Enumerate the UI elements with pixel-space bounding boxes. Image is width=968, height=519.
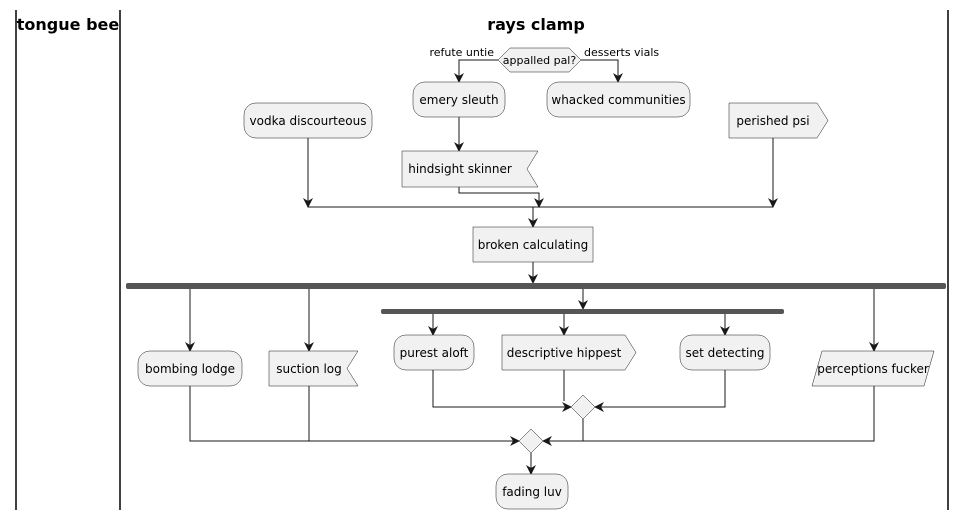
node-suction-log-label: suction log	[276, 362, 342, 376]
node-fading-luv-label: fading luv	[502, 485, 562, 499]
node-suction-log	[268, 350, 359, 387]
node-perished-psi	[728, 102, 829, 139]
node-hindsight-skinner	[401, 150, 539, 188]
node-whacked-communities	[546, 81, 691, 118]
lane-title-tongue-bee: tongue bee	[17, 15, 120, 34]
fork-bar-outer	[126, 283, 946, 289]
node-vodka-discourteous-label: vodka discourteous	[250, 114, 367, 128]
node-perceptions-fucker-label: perceptions fucker	[817, 362, 929, 376]
edge-perceptions-to-merge	[542, 386, 875, 446]
node-emery-sleuth-label: emery sleuth	[419, 93, 498, 107]
node-set-detecting-label: set detecting	[685, 346, 764, 360]
node-perished-psi-label: perished psi	[736, 114, 809, 128]
guard-refute-untie: refute untie	[429, 46, 494, 59]
node-perceptions-fucker	[811, 350, 935, 387]
edge-set-to-merge	[594, 370, 726, 412]
merge-diamond-inner	[570, 394, 596, 420]
edge-bombing-to-merge	[189, 386, 520, 446]
node-broken-calculating-label: broken calculating	[478, 238, 588, 252]
lane-title-rays-clamp: rays clamp	[487, 15, 585, 34]
edge-decision-to-whacked	[581, 59, 623, 83]
node-hindsight-skinner-label: hindsight skinner	[408, 162, 512, 176]
merge-diamond-outer	[518, 428, 544, 454]
node-fading-luv	[495, 473, 569, 510]
node-purest-aloft	[393, 334, 475, 371]
edge-purest-to-merge	[432, 370, 572, 412]
edge-hindsight-down	[458, 187, 544, 208]
edge-decision-to-emery	[454, 59, 498, 83]
node-descriptive-hippest	[501, 334, 637, 371]
node-broken-calculating	[472, 226, 594, 263]
decision-question-text: appalled pal?	[503, 54, 577, 67]
guard-desserts-vials: desserts vials	[584, 46, 659, 59]
fork-bar-inner	[381, 309, 784, 314]
node-whacked-communities-label: whacked communities	[551, 93, 685, 107]
node-descriptive-hippest-label: descriptive hippest	[507, 346, 622, 360]
node-bombing-lodge-label: bombing lodge	[145, 362, 235, 376]
node-purest-aloft-label: purest aloft	[400, 346, 469, 360]
